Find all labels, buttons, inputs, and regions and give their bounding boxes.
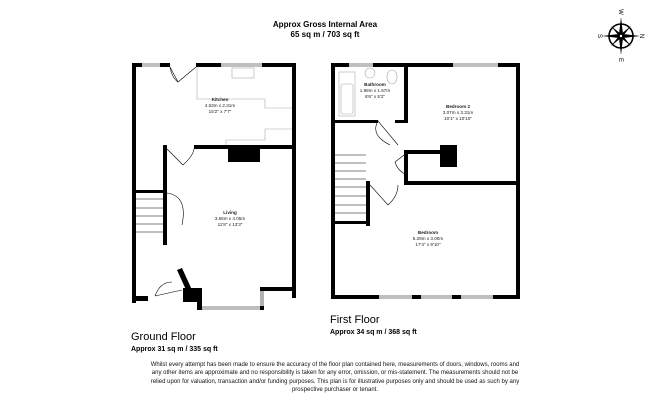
- ground-floor-area: Approx 31 sq m / 335 sq ft: [131, 346, 218, 353]
- wall: [335, 120, 378, 123]
- disclaimer-line: any other items are approximate and no r…: [151, 370, 519, 377]
- wall: [335, 221, 370, 224]
- wall: [404, 181, 520, 185]
- room-bedroom-2: Bedroom 2 3.07m x 3.31m 10'1" x 10'10": [428, 104, 488, 122]
- room-imperial: 15'2" x 7'7": [208, 109, 232, 114]
- disclaimer-line: relied upon for valuation, transaction a…: [150, 378, 520, 385]
- room-name: Bathroom: [364, 82, 386, 87]
- wall: [331, 295, 379, 299]
- wall: [160, 63, 170, 67]
- disclaimer-line: Whilst every attempt has been made to en…: [150, 362, 520, 368]
- room-metric: 4.63m x 2.31m: [204, 103, 236, 108]
- wall: [136, 190, 167, 193]
- room-metric: 1.98m x 1.57m: [359, 88, 391, 93]
- room-bedroom: Bedroom 5.29m x 3.00m 17'4" x 9'10": [398, 230, 458, 248]
- wall: [498, 63, 520, 67]
- room-name: Living: [223, 210, 237, 215]
- chimney-breast: [228, 149, 260, 162]
- wall: [452, 295, 461, 299]
- wall: [292, 63, 296, 298]
- room-kitchen: Kitchen 4.63m x 2.31m 15'2" x 7'7": [190, 97, 250, 115]
- wall: [177, 268, 192, 292]
- wall: [373, 63, 453, 67]
- wall: [183, 288, 200, 302]
- wall: [331, 63, 349, 67]
- chimney-breast: [440, 145, 457, 167]
- room-imperial: 17'4" x 9'10": [415, 242, 441, 247]
- first-floor-details: [335, 63, 498, 299]
- wall: [366, 181, 370, 226]
- wall: [262, 63, 296, 67]
- wall: [404, 150, 440, 154]
- wall: [260, 306, 264, 310]
- room-imperial: 10'1" x 10'10": [444, 116, 472, 121]
- wall: [412, 295, 421, 299]
- wall: [331, 63, 335, 299]
- compass-icon: W N E S: [597, 9, 644, 62]
- ground-floor-details: [136, 63, 292, 310]
- compass-n: N: [638, 34, 644, 38]
- room-name: Bedroom 2: [446, 104, 470, 109]
- wall: [260, 287, 296, 291]
- compass-w: W: [617, 9, 623, 15]
- wall: [132, 296, 148, 301]
- wall: [197, 288, 202, 310]
- wall: [132, 63, 136, 303]
- room-bathroom: Bathroom 1.98m x 1.57m 6'6" x 5'2": [345, 82, 405, 100]
- compass-s: S: [597, 34, 602, 38]
- disclaimer-line: prospective purchaser or tenant.: [291, 387, 379, 394]
- gross-area-value: 65 sq m / 703 sq ft: [290, 30, 360, 39]
- first-floor-area: Approx 34 sq m / 368 sq ft: [330, 329, 417, 336]
- room-living: Living 3.56m x 4.05m 11'8" x 13'3": [200, 210, 260, 228]
- wall: [404, 150, 408, 185]
- first-floor-title: First Floor: [330, 314, 380, 326]
- room-metric: 3.07m x 3.31m: [442, 110, 474, 115]
- ground-floor-plan: [132, 63, 296, 310]
- room-metric: 3.56m x 4.05m: [214, 216, 246, 221]
- wall: [163, 190, 167, 245]
- room-imperial: 11'8" x 13'3": [217, 222, 243, 227]
- gross-area-title: Approx Gross Internal Area: [272, 20, 378, 29]
- disclaimer: Whilst every attempt has been made to en…: [100, 361, 570, 395]
- first-floor-plan: [331, 63, 520, 299]
- wall: [163, 145, 167, 195]
- room-name: Bedroom: [417, 230, 439, 235]
- gross-internal-area-header: Approx Gross Internal Area 65 sq m / 703…: [0, 20, 650, 40]
- wall: [395, 120, 408, 123]
- room-metric: 5.29m x 3.00m: [412, 236, 444, 241]
- wall: [404, 63, 408, 123]
- wall: [196, 63, 221, 67]
- wall: [493, 295, 520, 299]
- wall: [132, 63, 142, 67]
- wall: [194, 145, 294, 149]
- ground-floor-title: Ground Floor: [131, 331, 196, 343]
- compass-e: E: [617, 58, 623, 62]
- room-imperial: 6'6" x 5'2": [364, 94, 386, 99]
- room-name: Kitchen: [211, 97, 229, 102]
